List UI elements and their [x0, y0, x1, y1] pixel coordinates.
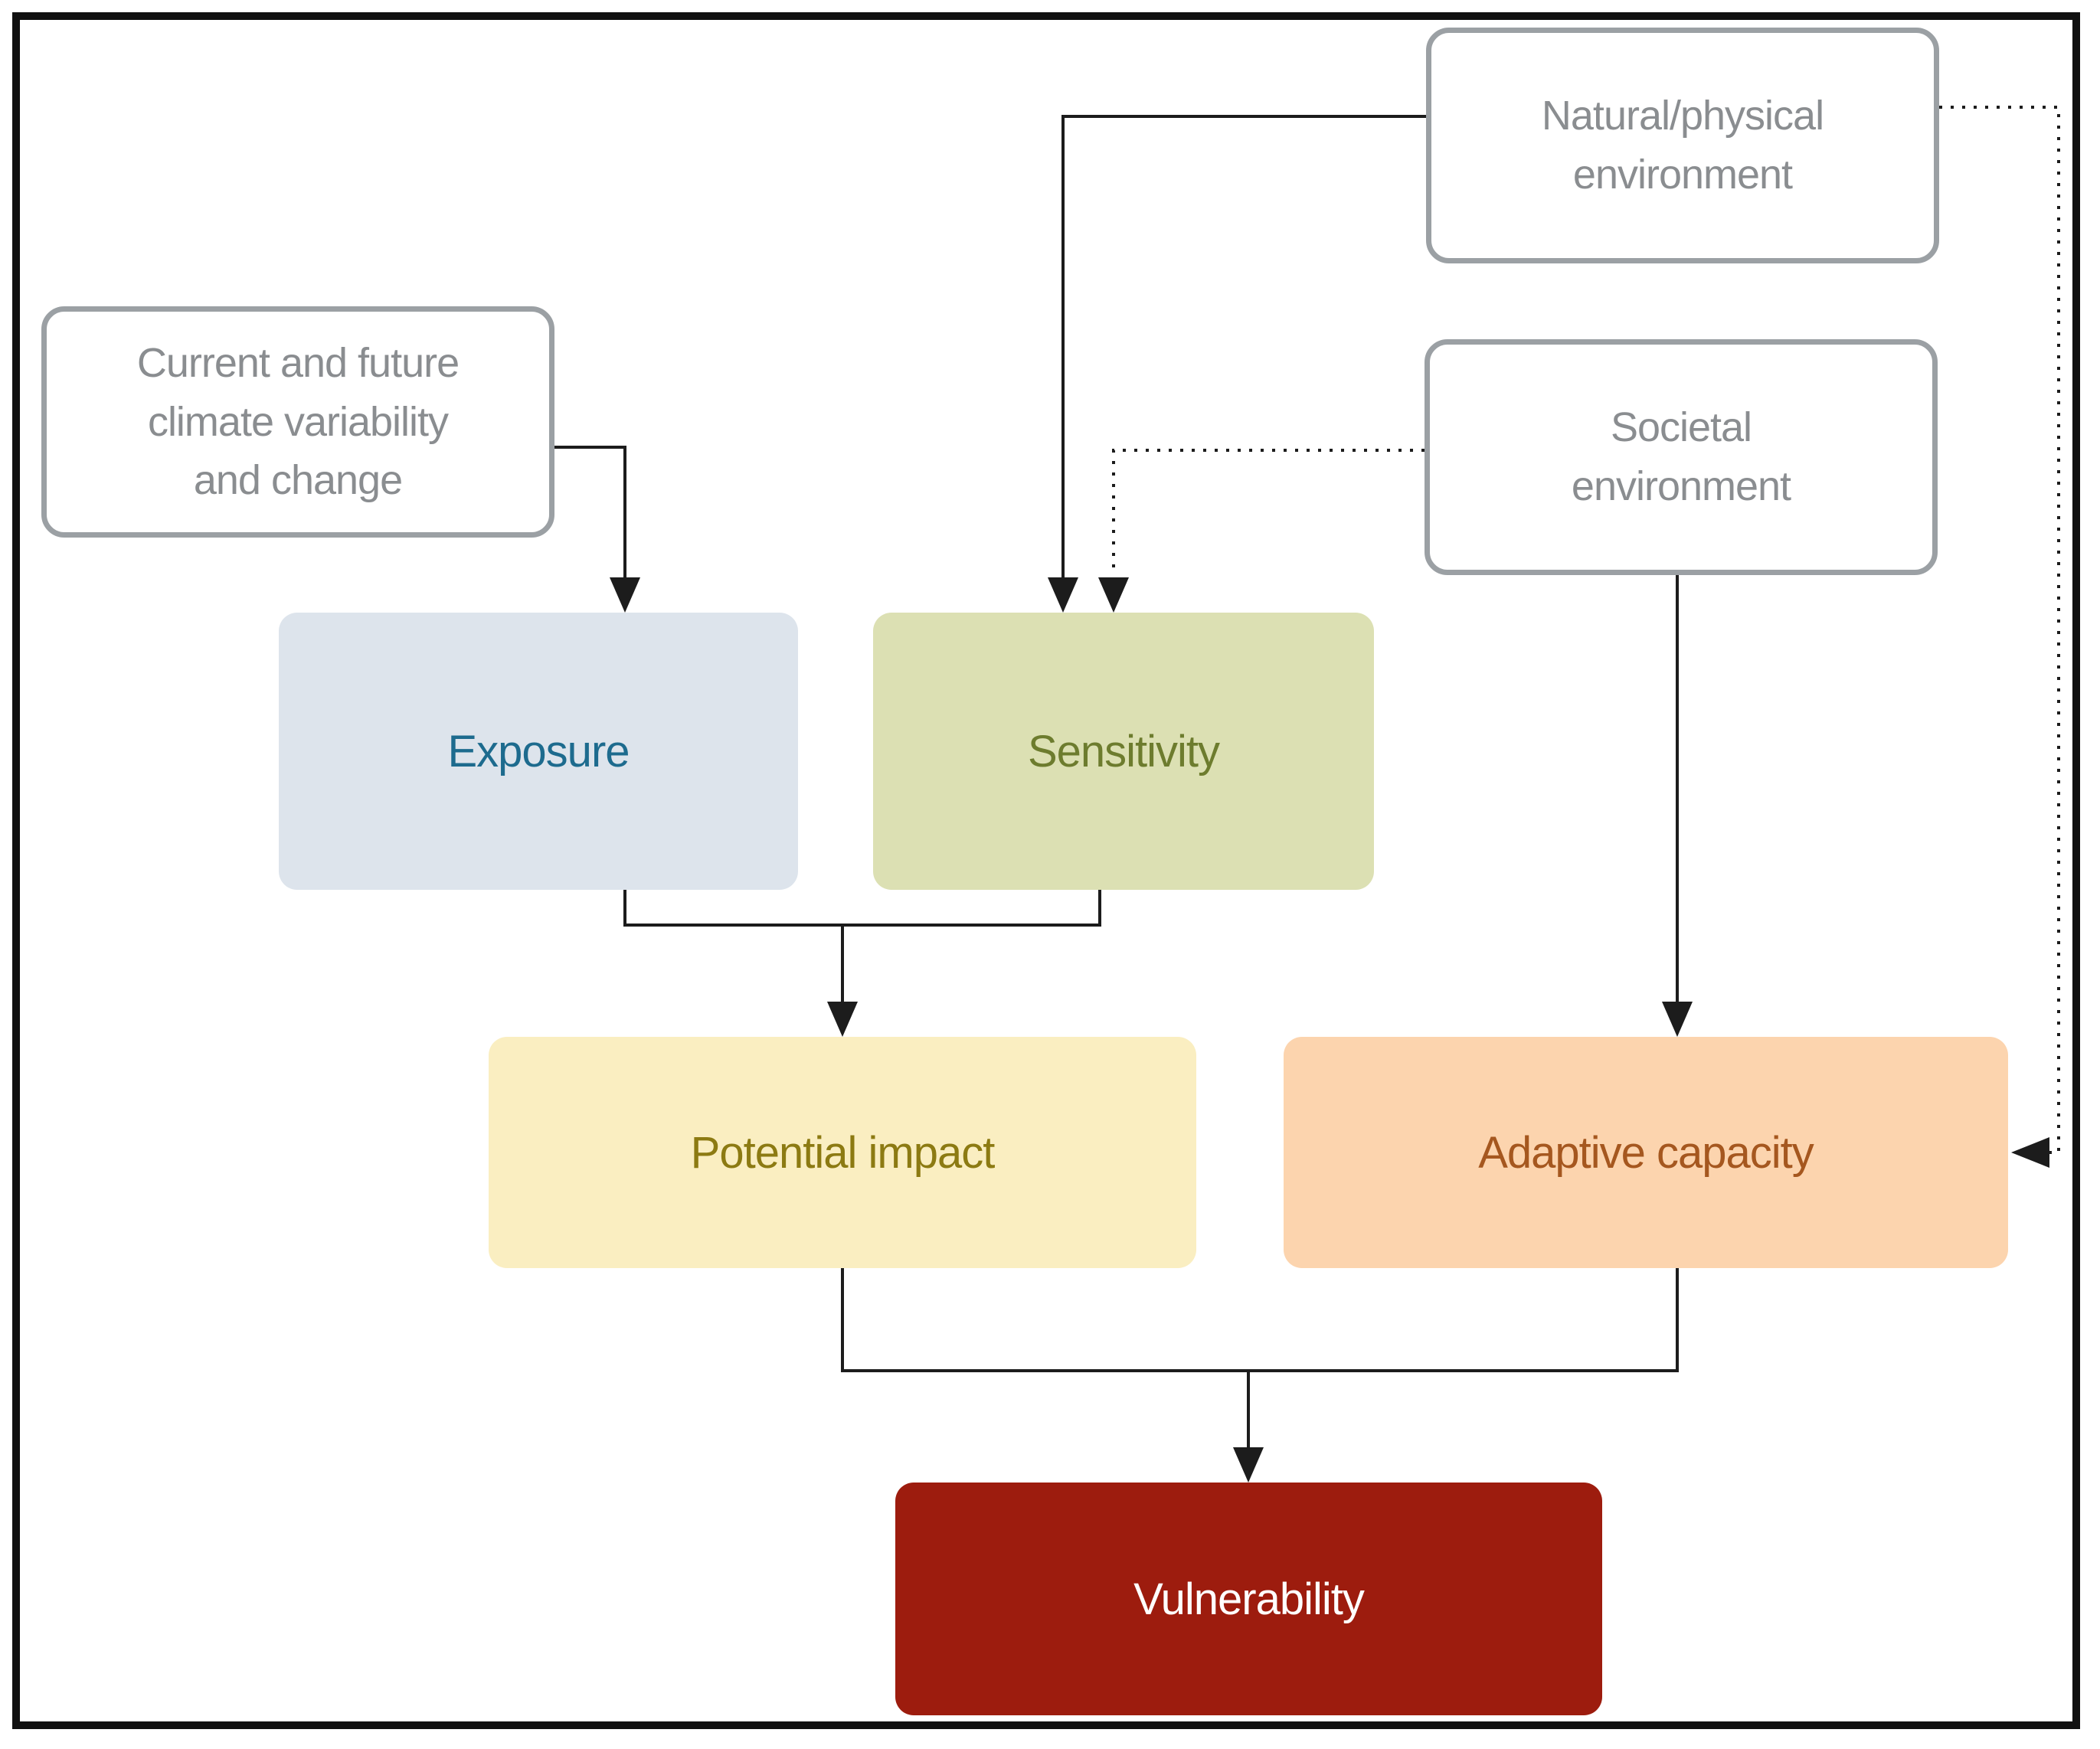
node-adaptive-capacity-label: Adaptive capacity	[1478, 1127, 1814, 1178]
node-societal-environment: Societal environment	[1425, 339, 1938, 575]
node-vulnerability-label: Vulnerability	[1133, 1574, 1365, 1624]
node-sensitivity-label: Sensitivity	[1027, 726, 1220, 776]
node-vulnerability: Vulnerability	[895, 1483, 1602, 1715]
node-potential-impact: Potential impact	[489, 1037, 1196, 1268]
node-natural-label-line1: Natural/physical	[1541, 93, 1824, 139]
node-societal-label-line2: environment	[1571, 463, 1791, 509]
node-climate-variability-label-line2: climate variability	[147, 398, 449, 445]
diagram-frame	[12, 12, 2080, 1729]
node-natural-physical-environment: Natural/physical environment	[1426, 28, 1939, 263]
node-climate-variability-label-line3: and change	[193, 457, 403, 504]
node-exposure-label: Exposure	[447, 726, 630, 776]
node-adaptive-capacity: Adaptive capacity	[1284, 1037, 2008, 1268]
node-natural-label-line2: environment	[1572, 152, 1793, 198]
node-societal-label-line1: Societal	[1610, 404, 1752, 451]
node-climate-variability: Current and future climate variability a…	[41, 306, 554, 538]
node-exposure: Exposure	[279, 613, 798, 890]
node-sensitivity: Sensitivity	[873, 613, 1374, 890]
node-climate-variability-label-line1: Current and future	[136, 339, 460, 386]
node-potential-impact-label: Potential impact	[690, 1127, 996, 1178]
